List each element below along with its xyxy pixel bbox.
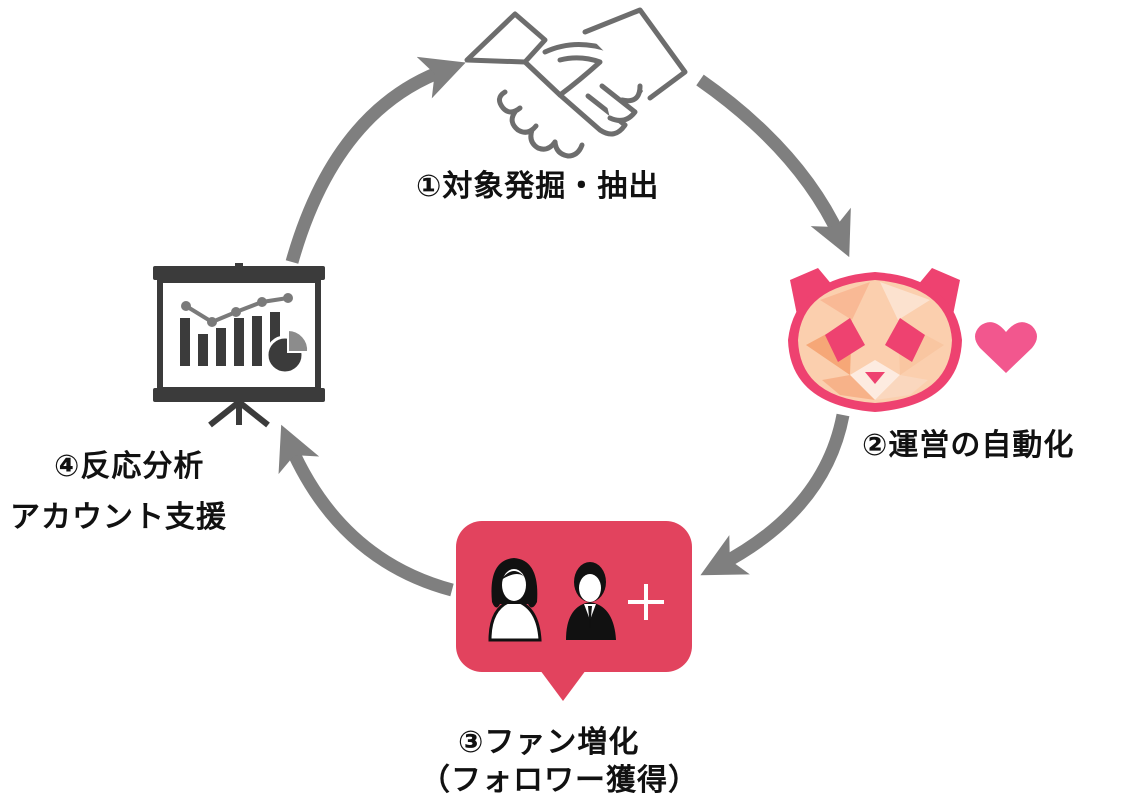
heart-icon [975, 322, 1037, 373]
step4-label-line2: アカウント支援 [10, 500, 227, 535]
arrow-step2-to-step3 [700, 413, 850, 576]
presentation-board-icon [153, 263, 325, 428]
step3-label-line2: （フォロワー獲得） [420, 763, 699, 798]
step3-label-line1: ③ファン増化 [458, 725, 640, 760]
arrow-step1-to-step2 [696, 74, 851, 258]
step2-label: ②運営の自動化 [862, 428, 1075, 463]
man-avatar-icon [566, 562, 616, 640]
plus-icon [628, 584, 664, 620]
panda-face-icon [788, 268, 962, 412]
arrow-step4-to-step1 [285, 56, 466, 264]
woman-avatar-icon [488, 558, 542, 642]
step4-label-line1: ④反応分析 [54, 449, 205, 484]
step1-label: ①対象発掘・抽出 [416, 169, 660, 204]
arrow-step3-to-step4 [278, 424, 454, 597]
handshake-icon [464, 7, 688, 159]
